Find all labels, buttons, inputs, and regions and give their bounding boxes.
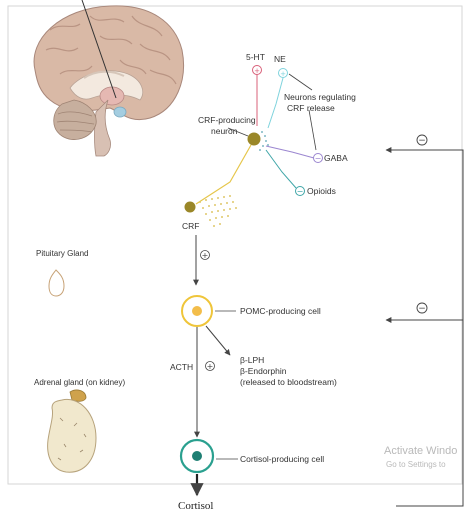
neurons-regulating-group: + 5-HT + NE Neurons regulating CRF relea… <box>246 52 356 196</box>
gaba-minus-sign: − <box>315 154 322 163</box>
cortisol-nucleus <box>192 451 202 461</box>
ne-axon <box>267 77 284 129</box>
endorphin-arrow <box>205 325 231 356</box>
ne-label: NE <box>274 54 286 64</box>
label-connector-ne <box>288 73 313 91</box>
cortisol-label: Cortisol <box>178 500 213 512</box>
gaba-axon <box>265 145 315 159</box>
opioids-axon <box>265 149 297 189</box>
crf-neuron-pointer <box>227 127 249 137</box>
crf-stimulate-sign: + <box>202 251 209 260</box>
adrenal-label: Adrenal gland (on kidney) <box>34 378 126 387</box>
gaba-minus-node <box>313 153 323 163</box>
crf-terminal <box>184 201 196 213</box>
acth-stimulate-node <box>205 361 215 371</box>
ne-plus-sign: + <box>280 70 286 78</box>
serotonin-plus-node <box>252 65 262 75</box>
watermark-line-2: Go to Settings to <box>386 460 446 469</box>
label-connector-gaba <box>308 109 317 151</box>
feedback-inhibit-node-2 <box>416 302 428 314</box>
opioids-minus-sign: − <box>297 187 304 196</box>
brain-illustration <box>33 0 184 157</box>
pomc-label: POMC-producing cell <box>240 306 321 316</box>
crf-neuron-label-2: neuron <box>211 126 238 136</box>
crf-label: CRF <box>182 221 199 231</box>
diagram-frame <box>7 5 463 485</box>
serotonin-plus-sign: + <box>254 67 260 75</box>
crf-release-dots <box>199 195 237 227</box>
ne-plus-node <box>278 68 288 78</box>
cortisol-cell-label: Cortisol-producing cell <box>240 454 324 464</box>
negative-feedback-loop: − − <box>385 134 464 507</box>
pomc-nucleus <box>192 306 202 316</box>
crf-neuron-group: CRF-producing neuron CRF <box>182 115 269 231</box>
beta-endorphin-label: β-Endorphin <box>240 366 287 376</box>
acth-stimulate-sign: + <box>207 362 214 371</box>
adrenal-gland-shape <box>47 389 97 473</box>
opioids-minus-node <box>295 186 305 196</box>
synaptic-dots <box>259 131 269 151</box>
neurons-regulating-label-1: Neurons regulating <box>284 92 356 102</box>
crf-neuron-label-1: CRF-producing <box>198 115 256 125</box>
acth-label: ACTH <box>170 362 193 372</box>
crf-axon <box>195 144 252 205</box>
watermark-line-1: Activate Windo <box>384 445 457 457</box>
opioids-label: Opioids <box>307 186 336 196</box>
pituitary-gland-shape <box>48 269 65 297</box>
feedback-inhibit-node-1 <box>416 134 428 146</box>
feedback-arrow-hypothalamus <box>385 147 464 507</box>
released-label: (released to bloodstream) <box>240 377 337 387</box>
feedback-inhibit-sign-2: − <box>418 304 426 314</box>
pituitary-label: Pituitary Gland <box>36 249 88 258</box>
feedback-inhibit-sign-1: − <box>418 136 426 146</box>
gaba-label: GABA <box>324 153 348 163</box>
crf-neuron-soma <box>247 132 261 146</box>
serotonin-label: 5-HT <box>246 52 265 62</box>
crf-stimulate-node <box>200 250 210 260</box>
pointer-line <box>81 0 117 99</box>
beta-lph-label: β-LPH <box>240 355 264 365</box>
neurons-regulating-label-2: CRF release <box>287 103 335 113</box>
